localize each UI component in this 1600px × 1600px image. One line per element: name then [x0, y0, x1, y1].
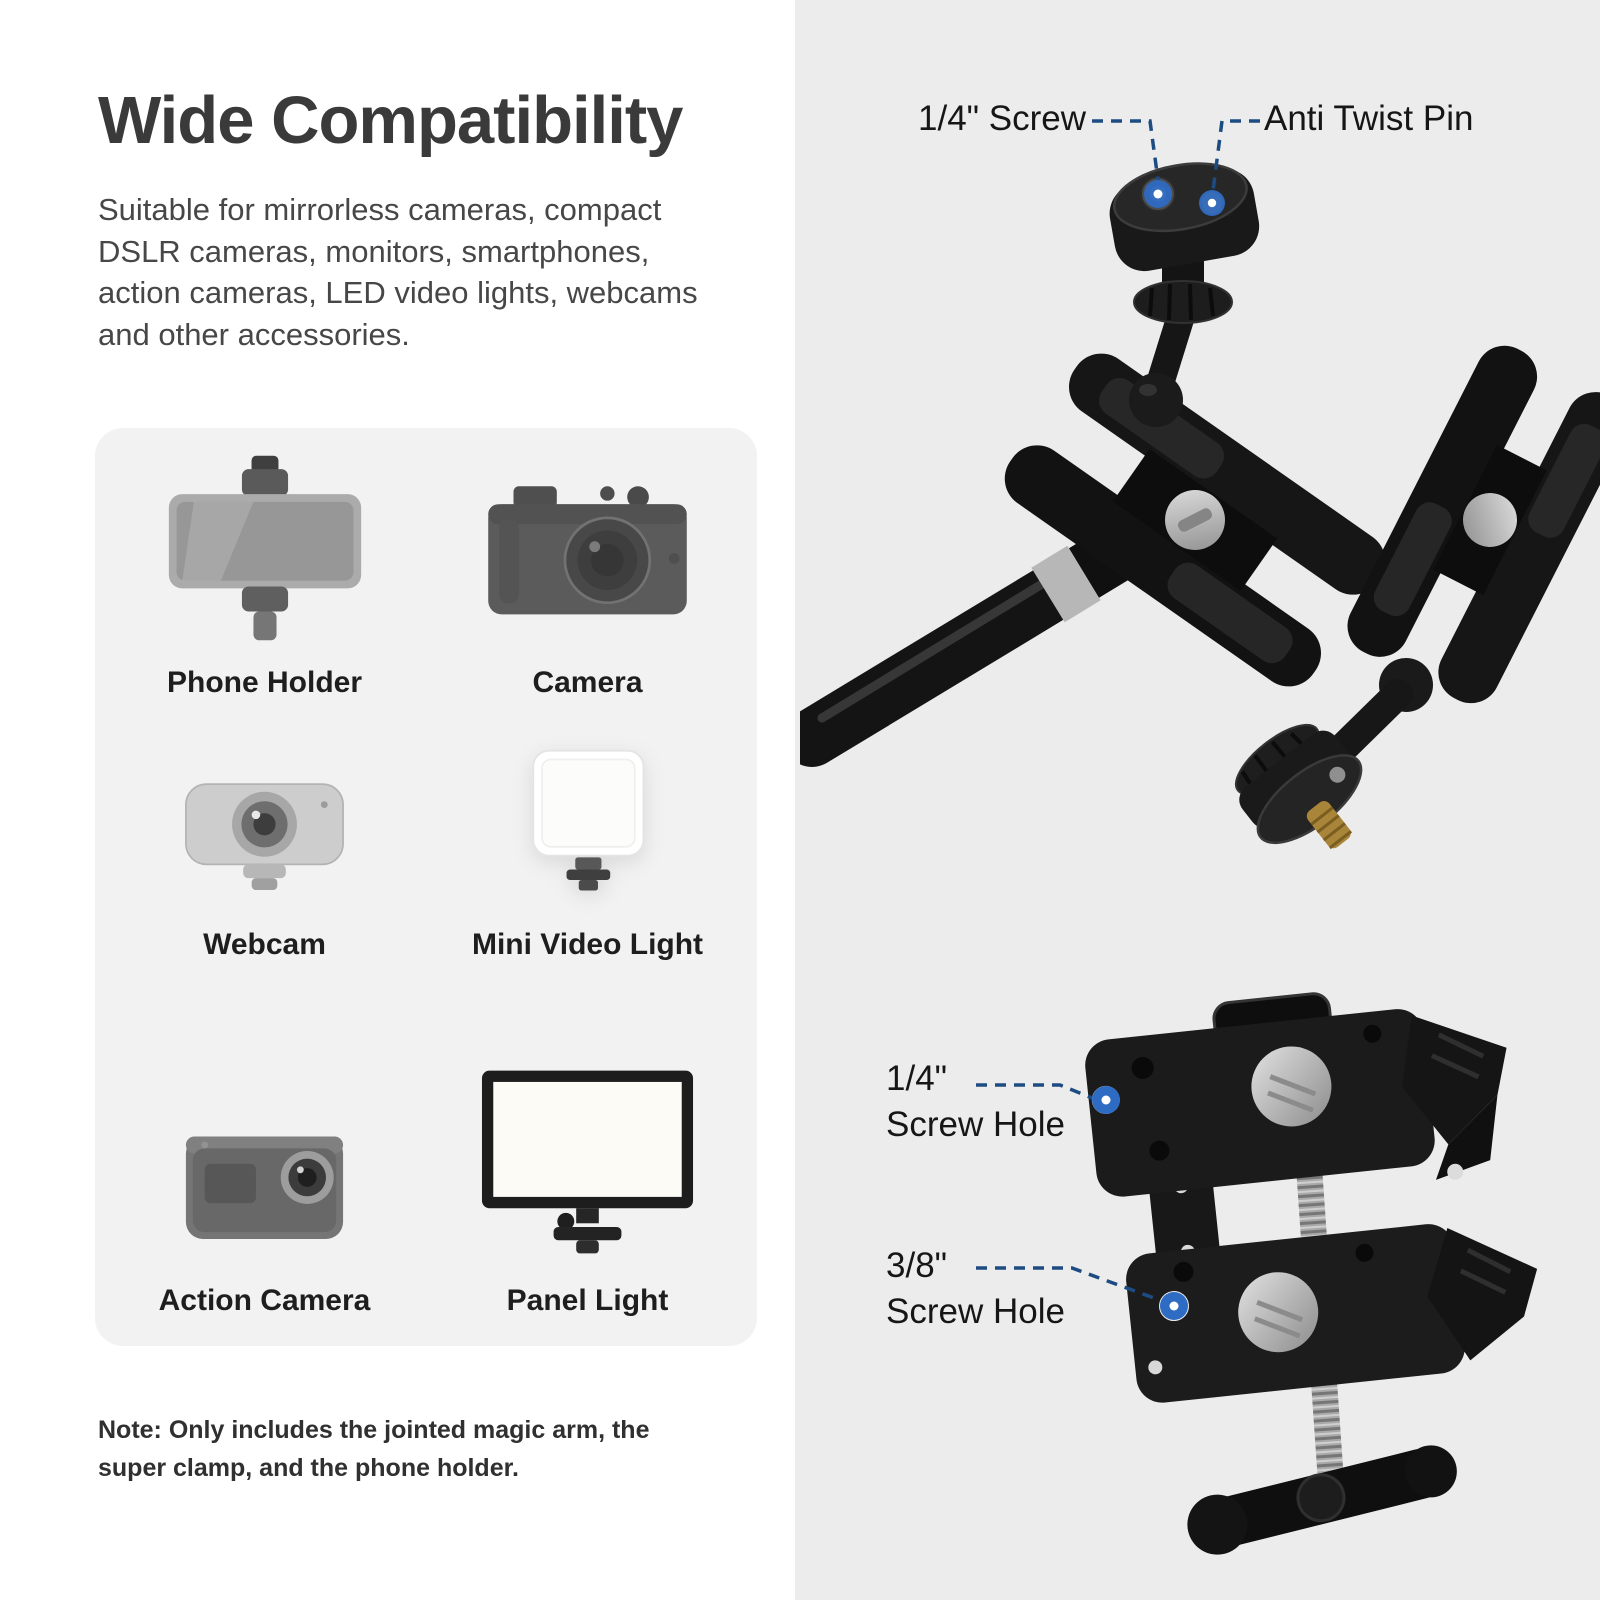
dot-three-eighths-screw-hole	[1160, 1292, 1188, 1320]
callout-line-three-eighths-screw-hole	[976, 1266, 1155, 1300]
callout-size: 1/4"	[886, 1059, 948, 1098]
compatibility-grid: Phone Holder Camera	[95, 428, 757, 1346]
dot-anti-twist-pin	[1199, 190, 1225, 216]
dot-quarter-screw-hole	[1092, 1086, 1120, 1114]
callout-text: Screw Hole	[886, 1104, 1065, 1144]
compat-item-label: Panel Light	[506, 1284, 669, 1317]
super-clamp-photo	[1085, 992, 1538, 1555]
dot-quarter-screw	[1144, 180, 1172, 208]
callout-line-anti-twist-pin	[1211, 119, 1260, 192]
callout-three-eighths-screw-hole-label: 3/8" Screw Hole	[886, 1243, 1065, 1334]
compat-item-label: Action Camera	[158, 1284, 371, 1317]
webcam-icon	[185, 783, 344, 891]
callout-line-quarter-screw	[1092, 119, 1160, 181]
compat-item-label: Webcam	[203, 928, 326, 961]
callout-quarter-screw-hole-label: 1/4" Screw Hole	[886, 1056, 1065, 1147]
callout-lines	[976, 119, 1260, 1300]
action-camera-icon	[185, 1136, 344, 1239]
page-description: Suitable for mirrorless cameras, compact…	[98, 192, 698, 352]
mini-video-light-icon	[532, 749, 645, 891]
compat-item-label: Camera	[532, 666, 643, 699]
compat-item-panel-light: Panel Light	[426, 990, 749, 1346]
compat-item-label: Mini Video Light	[471, 928, 704, 961]
compat-item-camera: Camera	[426, 428, 749, 728]
magic-arm-photo	[800, 162, 1386, 767]
note-text: Note: Only includes the jointed magic ar…	[98, 1416, 650, 1482]
compat-item-action-camera: Action Camera	[103, 990, 426, 1346]
callout-anti-twist-pin-label: Anti Twist Pin	[1264, 99, 1474, 138]
callout-size: 3/8"	[886, 1246, 948, 1285]
ball-head-photo	[1235, 345, 1600, 850]
callout-line-quarter-screw-hole	[976, 1083, 1093, 1100]
compat-item-phone-holder: Phone Holder	[103, 428, 426, 728]
phone-holder-icon	[168, 455, 361, 641]
callout-dots	[1092, 180, 1225, 1320]
callout-quarter-screw-label: 1/4" Screw	[918, 99, 1087, 138]
compat-item-label: Phone Holder	[166, 666, 362, 699]
compat-item-webcam: Webcam	[103, 728, 426, 990]
panel-light-icon	[481, 1070, 694, 1254]
camera-icon	[488, 486, 687, 615]
product-photos	[800, 119, 1600, 1555]
compat-item-mini-video-light: Mini Video Light	[426, 728, 749, 990]
callout-text: Screw Hole	[886, 1291, 1065, 1331]
page-title: Wide Compatibility	[98, 83, 683, 158]
